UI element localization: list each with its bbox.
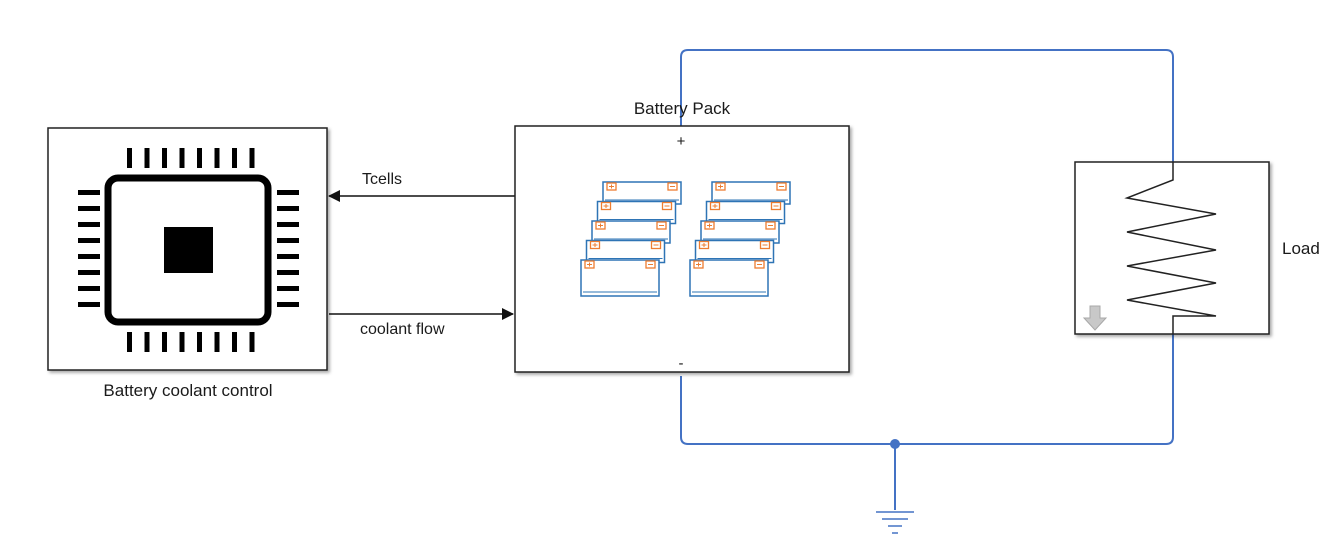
wire-pack-negative-to-junction[interactable] [680, 376, 895, 445]
load-block-label: Load [1282, 239, 1320, 258]
wire-load-to-junction[interactable] [895, 316, 1174, 445]
battery-coolant-control-block[interactable] [47, 127, 328, 371]
ground-icon[interactable] [876, 511, 914, 534]
battery-pack-block-label: Battery Pack [634, 99, 731, 118]
battery-pack-icon [580, 181, 791, 297]
down-arrow-icon [1082, 305, 1108, 331]
electrical-wires[interactable] [680, 49, 1174, 510]
battery-port-negative-label: - [679, 355, 684, 372]
microchip-icon [78, 148, 299, 352]
controller-block-label: Battery coolant control [103, 381, 272, 400]
signal-label-tcells: Tcells [362, 171, 402, 188]
wire-junction-dot [890, 439, 900, 449]
resistor-icon [1124, 162, 1217, 334]
battery-port-positive-label: + [677, 133, 686, 150]
load-block[interactable] [1074, 161, 1270, 335]
wire-pack-positive-to-load[interactable] [680, 49, 1174, 180]
signal-label-coolant-flow: coolant flow [360, 321, 445, 338]
battery-pack-block[interactable] [514, 125, 850, 373]
